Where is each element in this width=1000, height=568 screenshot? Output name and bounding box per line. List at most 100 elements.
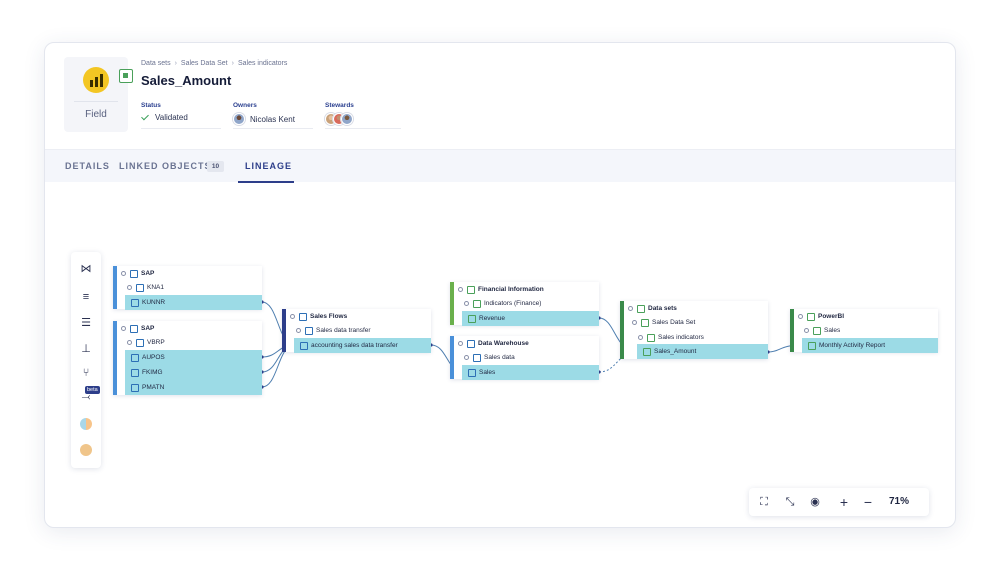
node-child-label: Indicators (Finance)	[484, 300, 542, 307]
node-title: SAP	[141, 325, 155, 332]
active-tab-indicator	[238, 181, 294, 183]
node-child-label: Sales data	[484, 354, 515, 361]
avatar	[341, 113, 353, 125]
chevron-right-icon: ›	[231, 60, 234, 67]
dataset-icon	[637, 304, 645, 313]
zoom-in-icon[interactable]: +	[839, 494, 849, 510]
node-financial-information[interactable]: Financial Information Indicators (Financ…	[450, 282, 599, 326]
breadcrumb-item[interactable]: Sales indicators	[237, 60, 288, 67]
node-field-label: Revenue	[479, 315, 506, 322]
emoji-icon[interactable]	[80, 444, 92, 456]
node-child-row[interactable]: Sales data	[454, 350, 599, 365]
system-icon	[130, 324, 138, 333]
report-icon	[808, 341, 816, 350]
node-title-row[interactable]: Financial Information	[454, 282, 599, 297]
node-child-row[interactable]: Sales	[794, 323, 938, 338]
node-child-row[interactable]: Sales indicators	[624, 330, 768, 345]
toggle-icon[interactable]	[628, 306, 633, 311]
chevron-right-icon: ›	[174, 60, 177, 67]
toggle-icon[interactable]	[127, 340, 132, 345]
zoom-out-icon[interactable]: −	[863, 494, 873, 510]
status-value[interactable]: Validated	[141, 113, 188, 122]
lineage-toolbar: ⋈ ≡ ☰ ⊥ ⑂ ⤙ beta	[71, 252, 101, 468]
node-child-row[interactable]: Sales Data Set	[624, 315, 768, 330]
node-field-row[interactable]: Sales	[462, 365, 599, 380]
owner-name: Nicolas Kent	[250, 114, 295, 124]
object-type-box: Field	[64, 57, 128, 132]
toggle-icon[interactable]	[632, 320, 637, 325]
node-title-row[interactable]: SAP	[117, 321, 262, 336]
powerbi-field-icon	[83, 67, 109, 93]
toggle-icon[interactable]	[458, 341, 463, 346]
fit-screen-icon[interactable]: ⛶	[760, 496, 768, 508]
toggle-icon[interactable]	[458, 287, 463, 292]
field-icon	[131, 298, 139, 307]
stack-icon[interactable]: ☰	[81, 317, 91, 329]
color-legend-icon[interactable]	[80, 418, 92, 430]
text-height-icon[interactable]: ⊥	[81, 343, 91, 355]
branch-icon[interactable]: ⤙	[81, 391, 91, 403]
node-child-row[interactable]: KNA1	[117, 280, 262, 295]
node-field-row[interactable]: Monthly Activity Report	[802, 338, 938, 353]
breadcrumb-item[interactable]: Sales Data Set	[180, 60, 228, 67]
node-field-row[interactable]: accounting sales data transfer	[294, 338, 431, 353]
toggle-icon[interactable]	[464, 301, 469, 306]
expand-icon[interactable]: ⤡	[785, 496, 795, 508]
node-child-label: Sales	[824, 327, 841, 334]
toggle-icon[interactable]	[121, 271, 126, 276]
camera-icon[interactable]: ◉	[810, 496, 820, 508]
tab-bar: DETAILS LINKED OBJECTS 10 LINEAGE	[45, 149, 955, 183]
lineage-card: Field Data sets › Sales Data Set › Sales…	[44, 42, 956, 528]
node-child-row[interactable]: VBRP	[117, 335, 262, 350]
node-field-label: Sales_Amount	[654, 348, 697, 355]
toggle-icon[interactable]	[290, 314, 295, 319]
toggle-icon[interactable]	[121, 326, 126, 331]
node-field-row[interactable]: PMATN	[125, 380, 262, 395]
field-icon	[131, 383, 139, 392]
node-title-row[interactable]: SAP	[117, 266, 262, 281]
node-child-label: VBRP	[147, 339, 165, 346]
node-title: Financial Information	[478, 286, 544, 293]
tab-details[interactable]: DETAILS	[65, 161, 110, 171]
layers-icon[interactable]: ≡	[82, 291, 90, 303]
object-type-label: Field	[85, 109, 107, 120]
node-title-row[interactable]: PowerBI	[794, 309, 938, 324]
node-accent	[282, 309, 286, 352]
toggle-icon[interactable]	[804, 328, 809, 333]
node-powerbi[interactable]: PowerBI Sales Monthly Activity Report	[790, 309, 938, 353]
toggle-icon[interactable]	[296, 328, 301, 333]
node-sales-flows[interactable]: Sales Flows Sales data transfer accounti…	[282, 309, 431, 353]
node-field-row[interactable]: KUNNR	[125, 295, 262, 310]
toggle-icon[interactable]	[127, 285, 132, 290]
toggle-icon[interactable]	[638, 335, 643, 340]
node-title-row[interactable]: Sales Flows	[286, 309, 431, 324]
node-field-row[interactable]: Sales_Amount	[637, 344, 768, 359]
zoom-level: 71%	[889, 496, 910, 507]
node-child-label: Sales data transfer	[316, 327, 371, 334]
breadcrumb-item[interactable]: Data sets	[141, 60, 171, 67]
node-field-row[interactable]: Revenue	[462, 311, 599, 326]
node-child-row[interactable]: Indicators (Finance)	[454, 296, 599, 311]
stewards-avatars[interactable]	[325, 113, 353, 125]
usb-icon[interactable]: ⑂	[82, 367, 90, 379]
collapse-icon[interactable]: ⋈	[80, 263, 92, 275]
node-field-row[interactable]: AUPOS	[125, 350, 262, 365]
node-field-row[interactable]: FKIMG	[125, 365, 262, 380]
lineage-canvas[interactable]: ⋈ ≡ ☰ ⊥ ⑂ ⤙ beta SAP KNA1 KUNNR SAP VBRP…	[45, 182, 955, 527]
tab-linked-objects[interactable]: LINKED OBJECTS	[119, 161, 212, 171]
toggle-icon[interactable]	[798, 314, 803, 319]
node-data-warehouse[interactable]: Data Warehouse Sales data Sales	[450, 336, 599, 380]
stewards-label: Stewards	[325, 102, 354, 109]
tab-lineage[interactable]: LINEAGE	[245, 161, 293, 171]
node-sap-kna1[interactable]: SAP KNA1 KUNNR	[113, 266, 262, 310]
node-child-label: Sales Data Set	[652, 319, 696, 326]
node-sap-vbrp[interactable]: SAP VBRP AUPOS FKIMG PMATN	[113, 321, 262, 395]
owner-chip[interactable]: Nicolas Kent	[233, 113, 295, 125]
toggle-icon[interactable]	[464, 355, 469, 360]
node-child-row[interactable]: Sales data transfer	[286, 323, 431, 338]
avatar	[233, 113, 245, 125]
node-data-sets[interactable]: Data sets Sales Data Set Sales indicator…	[620, 301, 768, 359]
node-title-row[interactable]: Data Warehouse	[454, 336, 599, 351]
node-title-row[interactable]: Data sets	[624, 301, 768, 316]
breadcrumb: Data sets › Sales Data Set › Sales indic…	[141, 60, 287, 67]
